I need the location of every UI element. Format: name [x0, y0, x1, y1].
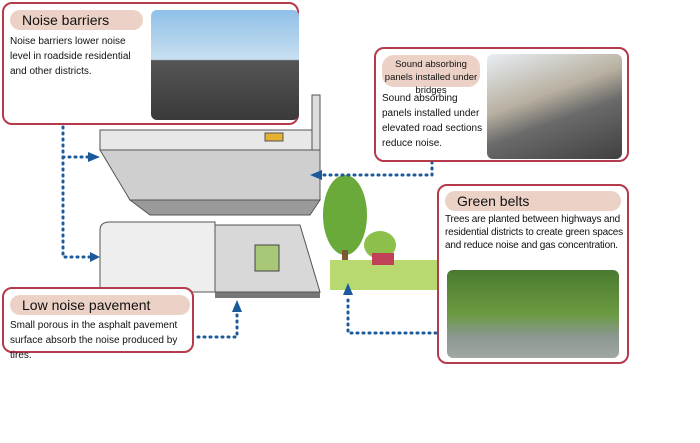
noise-barriers-title: Noise barriers: [10, 10, 143, 30]
noise-barrier-photo: [151, 10, 299, 120]
sound-panels-title: Sound absorbing panels installed under b…: [382, 55, 480, 96]
under-bridge-photo: [487, 54, 622, 159]
low-noise-callout: Low noise pavement Small porous in the a…: [2, 287, 194, 361]
sound-panels-text: Sound absorbing panels installed under e…: [382, 93, 483, 149]
green-belts-title: Green belts: [445, 191, 621, 211]
green-belts-callout: Green belts Trees are planted between hi…: [437, 184, 629, 364]
low-noise-title: Low noise pavement: [10, 295, 190, 315]
sound-panels-callout: Sound absorbing panels installed under b…: [374, 47, 629, 162]
noise-barriers-callout: Noise barriers Noise barriers lower nois…: [2, 2, 299, 125]
noise-barriers-text: Noise barriers lower noise level in road…: [10, 36, 131, 77]
low-noise-text: Small porous in the asphalt pavement sur…: [10, 320, 178, 361]
green-belts-text: Trees are planted between highways and r…: [445, 214, 623, 251]
green-belt-photo: [447, 270, 619, 358]
